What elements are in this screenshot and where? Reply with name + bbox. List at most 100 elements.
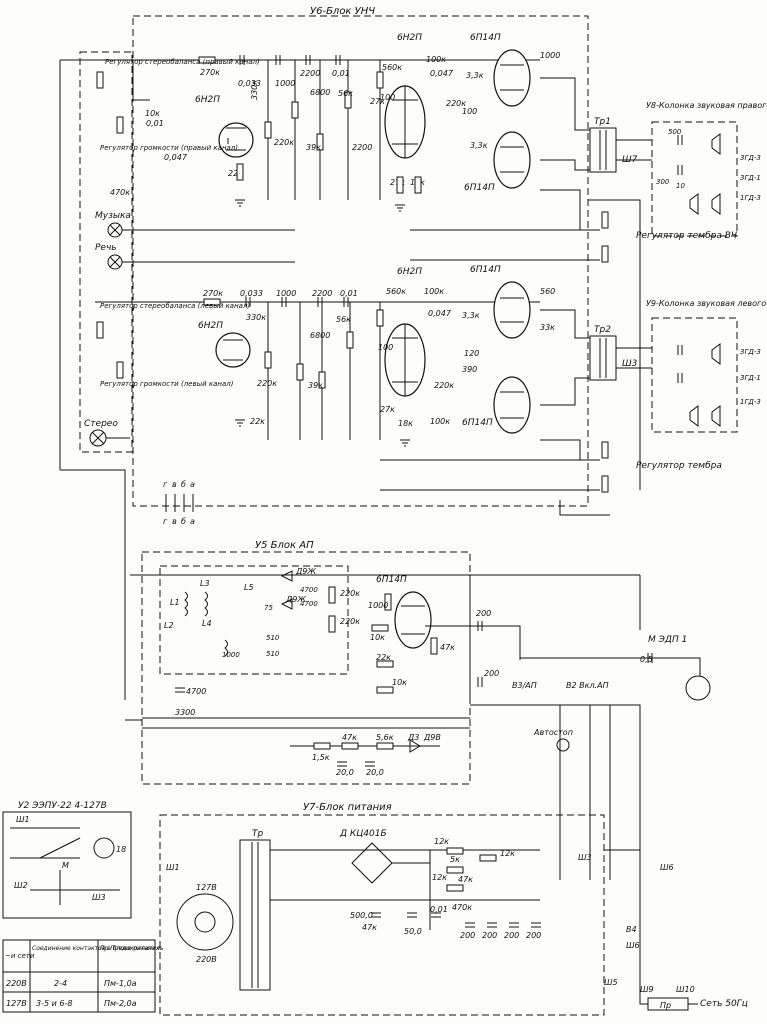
- ch2-r4-label: 3,3к: [462, 311, 480, 320]
- ch2-c6-label: 100: [378, 343, 393, 352]
- channel-1-amplifier: 6Н2П 6П14П 6П14П 6Н2П 270к 0,033 1000 22…: [95, 33, 737, 263]
- r10-label: 2200: [352, 143, 372, 152]
- ap-c10-label: 20,0: [336, 768, 354, 777]
- table-header-1: Соединение контактов в блоке питания: [32, 945, 160, 952]
- r21-label: 100: [380, 93, 395, 102]
- ps-sh9-label: Ш9: [640, 985, 654, 994]
- ps-v220-label: 220В: [196, 955, 217, 964]
- tube-ap-6p14p: [394, 591, 432, 649]
- ps-c7-label: 200: [482, 931, 497, 940]
- v3-label: В3/АП: [512, 681, 537, 690]
- bus-b: б: [181, 480, 186, 489]
- network-label: Сеть 50Гц: [700, 999, 748, 1009]
- epu-sh3-label: Ш3: [92, 893, 106, 902]
- r19-label: 39к: [306, 143, 321, 152]
- ps-c6-label: 200: [460, 931, 475, 940]
- ps-c2-label: 47к: [362, 923, 377, 932]
- channel-2-amplifier: 6Н2П 6П14П 6П14П 6Н2П 270к 0,033 1000 22…: [95, 265, 722, 493]
- ps-r1-label: 12к: [434, 837, 449, 846]
- ap-inner-outline: [159, 565, 349, 675]
- speaker-left-outline: [651, 317, 738, 433]
- ap-c5-label: 3300: [175, 708, 195, 717]
- transformer-tr2: [589, 335, 617, 381]
- tr1-label: Тр1: [594, 117, 611, 127]
- ap-d3-label: Д3: [407, 733, 419, 742]
- ap-L1: L1: [170, 598, 180, 607]
- ps-c9-label: 200: [526, 931, 541, 940]
- tube-6n2p-pi-1-label: 6Н2П: [397, 33, 422, 43]
- ap-r2-label: 220к: [340, 617, 360, 626]
- table-cell-1-2: Пм-2,0а: [104, 999, 137, 1008]
- ap-c2-label: 4700: [300, 586, 318, 594]
- ap-L5: L5: [244, 583, 254, 592]
- ch2-r15-label: 33к: [540, 323, 555, 332]
- table-header-0: ~и сети: [5, 952, 35, 960]
- ps-sh5-label: Ш5: [604, 978, 618, 987]
- ps-sh10-label: Ш10: [676, 985, 695, 994]
- r3-label: 100к: [426, 55, 446, 64]
- ch2-r11-label: 27к: [380, 405, 395, 414]
- stereo-controls: Регулятор стереобаланса (правый канал) Р…: [59, 58, 295, 471]
- speaker-left-title: У9-Колонка звуковая левого канала: [646, 299, 767, 308]
- ap-r6-label: 10к: [392, 678, 407, 687]
- ch2-r8-label: 56к: [336, 315, 351, 324]
- ap-c2b-label: 4700: [300, 600, 318, 608]
- driver-left-1: 3ГД-3: [740, 348, 761, 356]
- tube-6n2p-2: [215, 332, 251, 368]
- r6-label: 330к: [250, 80, 259, 100]
- bus-g2: г: [163, 517, 168, 526]
- epu-sh2-label: Ш2: [14, 881, 28, 890]
- speech-label: Речь: [95, 243, 117, 253]
- r9-label: 220к: [446, 99, 466, 108]
- ap-block-title: У5 Блок АП: [255, 540, 314, 551]
- stereo-left-label: Регулятор стереобаланса (левый канал): [100, 302, 250, 310]
- ch2-r7-label: 220к: [257, 379, 277, 388]
- ap-L2: L2: [164, 621, 174, 630]
- ap-c9-label: 75: [264, 604, 273, 612]
- ap-L4: L4: [202, 619, 212, 628]
- bus-a2: а: [190, 517, 195, 526]
- vol-left-label: Регулятор громкости (левый канал): [100, 380, 234, 388]
- driver-right-2: 3ГД-1: [740, 174, 761, 182]
- ap-c8-label: 1000: [222, 651, 240, 659]
- unch-block-outline: [132, 15, 589, 507]
- ap-r7-label: 47к: [440, 643, 455, 652]
- ap-c4-label: 200: [484, 669, 499, 678]
- c5-label: 0,047: [430, 69, 454, 78]
- avtostop-label: Автостоп: [533, 728, 573, 737]
- r1-label: 270к: [200, 68, 220, 77]
- ch2-c5-label: 0,047: [428, 309, 452, 318]
- ch2-r2-label: 560к: [386, 287, 406, 296]
- ap-r4-label: 10к: [370, 633, 385, 642]
- ch2-r12-label: 18к: [398, 419, 413, 428]
- c2-label: 1000: [275, 79, 295, 88]
- ch2-r6-label: 330к: [246, 313, 266, 322]
- driver-left-3: 1ГД-3: [740, 398, 761, 406]
- table-header-2: Пр Предохранитель: [100, 945, 164, 952]
- ch2-c1-label: 0,033: [240, 289, 263, 298]
- power-block: Тр Д КЦ401Б 12к 5к 12к 12к 47к 500,0 47к…: [166, 829, 748, 1011]
- ap-c1-label: 4700: [186, 687, 206, 696]
- r11-label: 3,3к: [470, 141, 488, 150]
- c3-label: 2200: [300, 69, 320, 78]
- table-cell-0-0: 220В: [6, 979, 27, 988]
- ch2-r16-label: 390: [462, 365, 477, 374]
- avtostop-lamp-icon: [556, 738, 570, 752]
- ap-d1-label: Д9Ж: [295, 567, 316, 576]
- motor-section: М ЭДП 1 0,5 В3/АП В2 Вкл.АП Автостоп: [470, 635, 711, 880]
- tube-6p14p-2b: [493, 376, 531, 434]
- driver-right-1: 3ГД-3: [740, 154, 761, 162]
- ch2-r14-label: 22к: [250, 417, 265, 426]
- fuse-label: Пр: [660, 1001, 671, 1010]
- ch2-c2-label: 1000: [276, 289, 296, 298]
- ps-r2-label: 5к: [450, 855, 460, 864]
- motor-icon: [685, 675, 711, 701]
- tube-6n2p-1: [218, 122, 254, 158]
- ap-r1-label: 220к: [340, 589, 360, 598]
- ps-r5-label: 47к: [458, 875, 473, 884]
- c4-label: 0,01: [332, 69, 350, 78]
- sh3a-label: Ш3: [622, 359, 638, 369]
- bus-a: а: [190, 480, 195, 489]
- epu-18-label: 18: [116, 845, 126, 854]
- c7-label: 0,047: [164, 153, 188, 162]
